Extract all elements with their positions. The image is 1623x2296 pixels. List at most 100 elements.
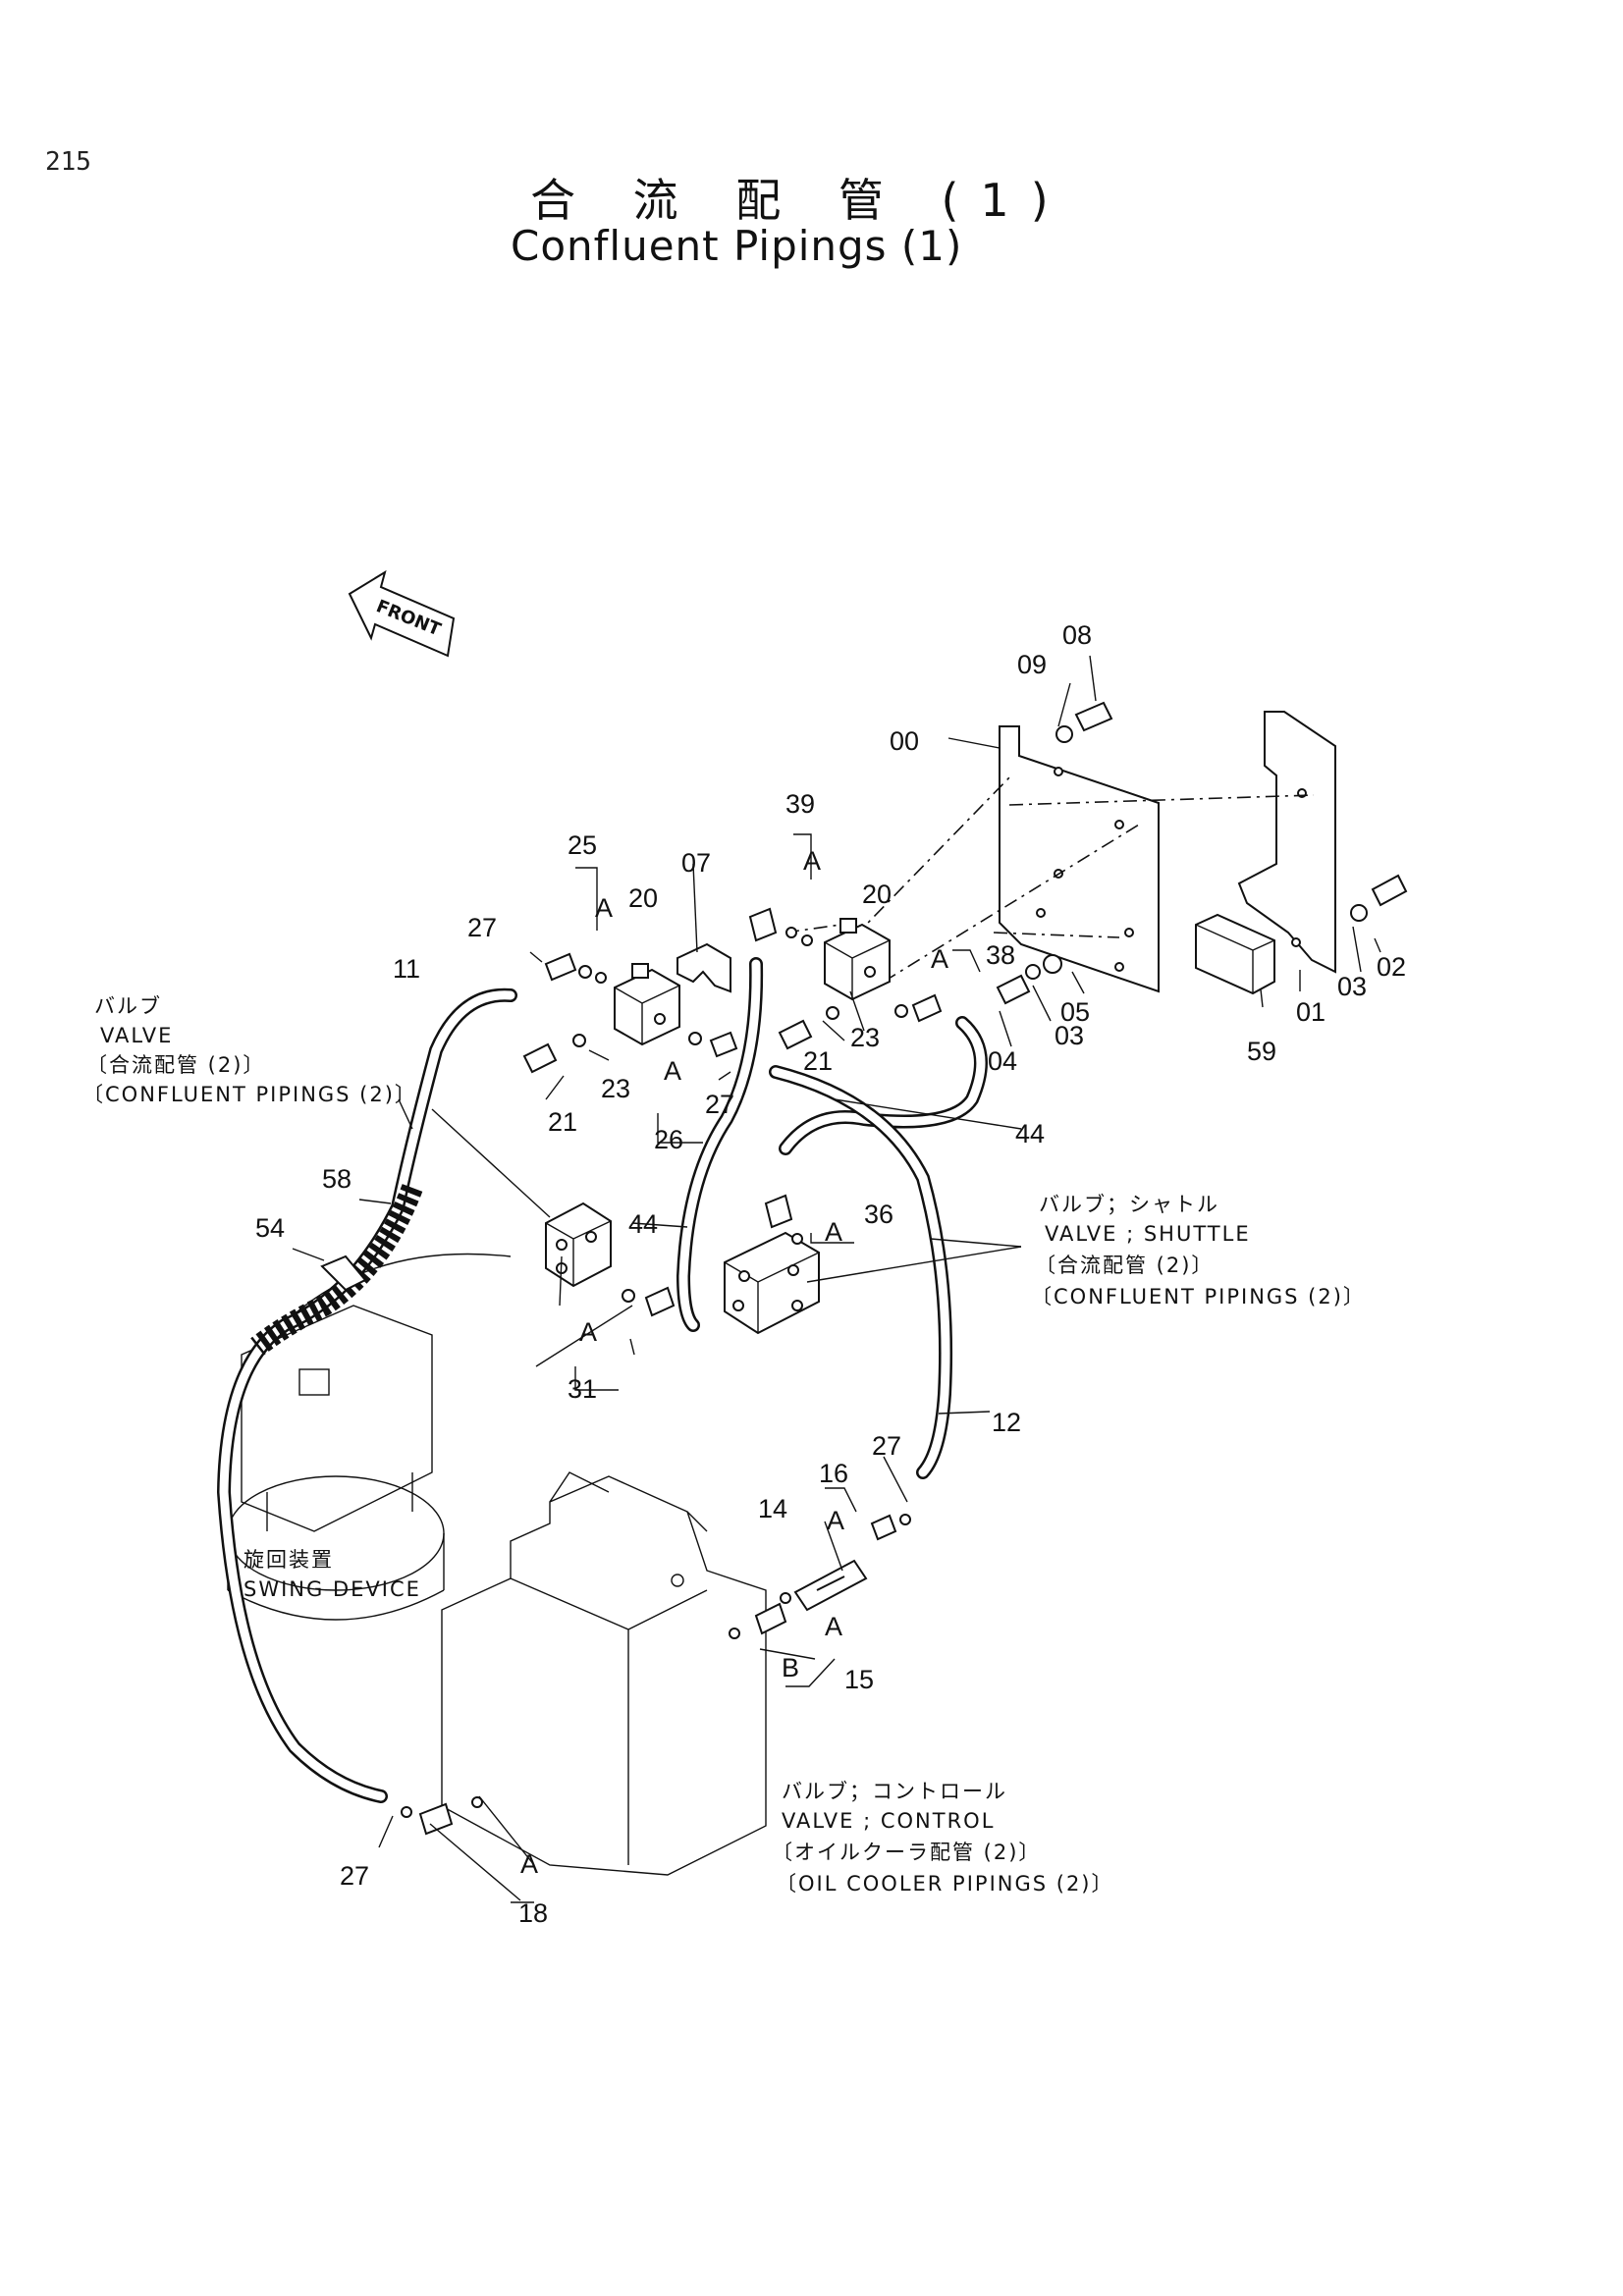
sub-label: A (803, 846, 821, 876)
part-label: 58 (322, 1164, 352, 1194)
front-arrow-icon: FRONT (348, 569, 456, 658)
part-label: 39 (785, 789, 815, 819)
part-label: 25 (568, 830, 597, 860)
part-label: 20 (628, 883, 658, 913)
part-label: 12 (992, 1408, 1021, 1437)
svg-text:バルブ；コントロール: バルブ；コントロール (782, 1780, 1007, 1803)
part-label: 44 (628, 1209, 658, 1239)
alignment-line (1008, 794, 1315, 806)
part-label: 21 (803, 1046, 833, 1076)
part-label: 21 (548, 1107, 577, 1137)
sub-label: A (520, 1849, 538, 1879)
bracket-plate-01 (1237, 711, 1336, 974)
svg-text:SWING DEVICE: SWING DEVICE (243, 1577, 421, 1601)
part-label: 27 (705, 1090, 734, 1119)
fitting-25 (544, 952, 607, 984)
part-label: 16 (819, 1459, 848, 1488)
part-label: 27 (872, 1431, 901, 1461)
bolt-21-right (778, 1006, 839, 1050)
sub-label: A (827, 1506, 844, 1535)
sub-label: A (579, 1317, 597, 1347)
page-number: 215 (45, 147, 91, 177)
svg-text:バルブ；シャトル: バルブ；シャトル (1039, 1193, 1219, 1216)
part-label: 09 (1017, 650, 1047, 679)
fitting-26 (688, 1031, 738, 1058)
annotation-valve-control: バルブ；コントロール VALVE ; CONTROL 〔オイルクーラ配管 (2)… (772, 1780, 1114, 1896)
check-valve-14 (780, 1559, 868, 1612)
bolt-04 (996, 954, 1062, 1005)
valve-block-20-right (824, 918, 891, 1001)
part-label: 18 (518, 1898, 548, 1928)
fitting-36 (764, 1194, 803, 1245)
part-label: 03 (1337, 972, 1367, 1001)
svg-text:VALVE: VALVE (100, 1024, 173, 1047)
bolt-21-left (522, 1034, 586, 1074)
group-brackets (511, 833, 981, 1903)
fitting-15 (729, 1602, 787, 1639)
hose-44-right (779, 1016, 988, 1155)
hose-12 (769, 1065, 953, 1479)
part-label: 04 (988, 1046, 1017, 1076)
control-valve-outline (441, 1471, 767, 1876)
svg-text:〔オイルクーラ配管 (2)〕: 〔オイルクーラ配管 (2)〕 (772, 1841, 1041, 1864)
part-label: 27 (340, 1861, 369, 1891)
svg-text:〔CONFLUENT PIPINGS (2)〕: 〔CONFLUENT PIPINGS (2)〕 (82, 1083, 417, 1106)
svg-text:〔合流配管 (2)〕: 〔合流配管 (2)〕 (86, 1053, 265, 1077)
part-label: 23 (601, 1074, 630, 1103)
part-label: 20 (862, 880, 892, 909)
sub-label: A (595, 893, 613, 923)
part-label: 11 (393, 954, 420, 984)
annotation-valve-shuttle: バルブ；シャトル VALVE ; SHUTTLE 〔合流配管 (2)〕 〔CON… (1031, 1193, 1366, 1308)
leader-lines (292, 655, 1381, 1901)
svg-text:バルブ: バルブ (94, 994, 162, 1018)
annotation-valve-left: バルブ VALVE 〔合流配管 (2)〕 〔CONFLUENT PIPINGS … (82, 994, 417, 1106)
part-label: 59 (1247, 1037, 1276, 1066)
svg-text:〔CONFLUENT PIPINGS (2)〕: 〔CONFLUENT PIPINGS (2)〕 (1031, 1285, 1366, 1308)
page-title-japanese: 合 流 配 管 (1) (530, 174, 1070, 227)
clamp-54 (320, 1255, 367, 1292)
part-labels: 08 09 00 39 25 07 20 20 27 11 02 03 38 0… (255, 620, 1406, 1928)
hose-58-sleeve (250, 1184, 423, 1356)
part-label: 02 (1377, 952, 1406, 982)
shuttle-valve-block (724, 1231, 820, 1335)
alignment-line (883, 824, 1140, 983)
hose-11 (216, 988, 517, 1803)
sub-label: A (825, 1612, 842, 1641)
valve-block-left-mid (545, 1201, 612, 1288)
svg-text:VALVE ; SHUTTLE: VALVE ; SHUTTLE (1045, 1222, 1251, 1246)
front-label: FRONT (373, 596, 444, 641)
part-label: 14 (758, 1494, 787, 1523)
valve-block-20-left (614, 963, 680, 1046)
svg-text:〔OIL COOLER PIPINGS (2)〕: 〔OIL COOLER PIPINGS (2)〕 (776, 1872, 1114, 1896)
svg-text:VALVE ; CONTROL: VALVE ; CONTROL (782, 1809, 995, 1833)
alignment-line (834, 774, 1012, 958)
part-label: 36 (864, 1200, 893, 1229)
svg-text:〔合流配管 (2)〕: 〔合流配管 (2)〕 (1035, 1254, 1214, 1277)
part-label: 05 (1060, 997, 1090, 1027)
part-label: 27 (467, 913, 497, 942)
part-label: 03 (1055, 1021, 1084, 1050)
sub-label: A (825, 1217, 842, 1247)
connection-labels: A A A A A A A A B A (520, 846, 948, 1879)
part-label: 07 (681, 848, 711, 878)
bolt-02 (1350, 874, 1408, 922)
clamp-07 (676, 942, 731, 993)
bolt-08 (1055, 701, 1113, 743)
sub-label: A (664, 1056, 681, 1086)
part-label: 23 (850, 1023, 880, 1052)
sub-label: A (931, 944, 948, 974)
part-label: 01 (1296, 997, 1325, 1027)
fitting-18 (401, 1796, 483, 1836)
annotation-swing-device: 旋回装置 SWING DEVICE (243, 1548, 421, 1601)
part-label: 26 (654, 1125, 683, 1154)
hose-44-left (676, 957, 764, 1332)
block-59 (1195, 913, 1275, 995)
fitting-39 (748, 907, 813, 946)
page-title-english: Confluent Pipings (1) (511, 222, 963, 270)
fitting-31 (622, 1286, 676, 1317)
bracket-plate-00 (999, 725, 1160, 993)
part-label: 08 (1062, 620, 1092, 650)
fitting-16 (870, 1514, 911, 1541)
part-label: 44 (1015, 1119, 1045, 1148)
